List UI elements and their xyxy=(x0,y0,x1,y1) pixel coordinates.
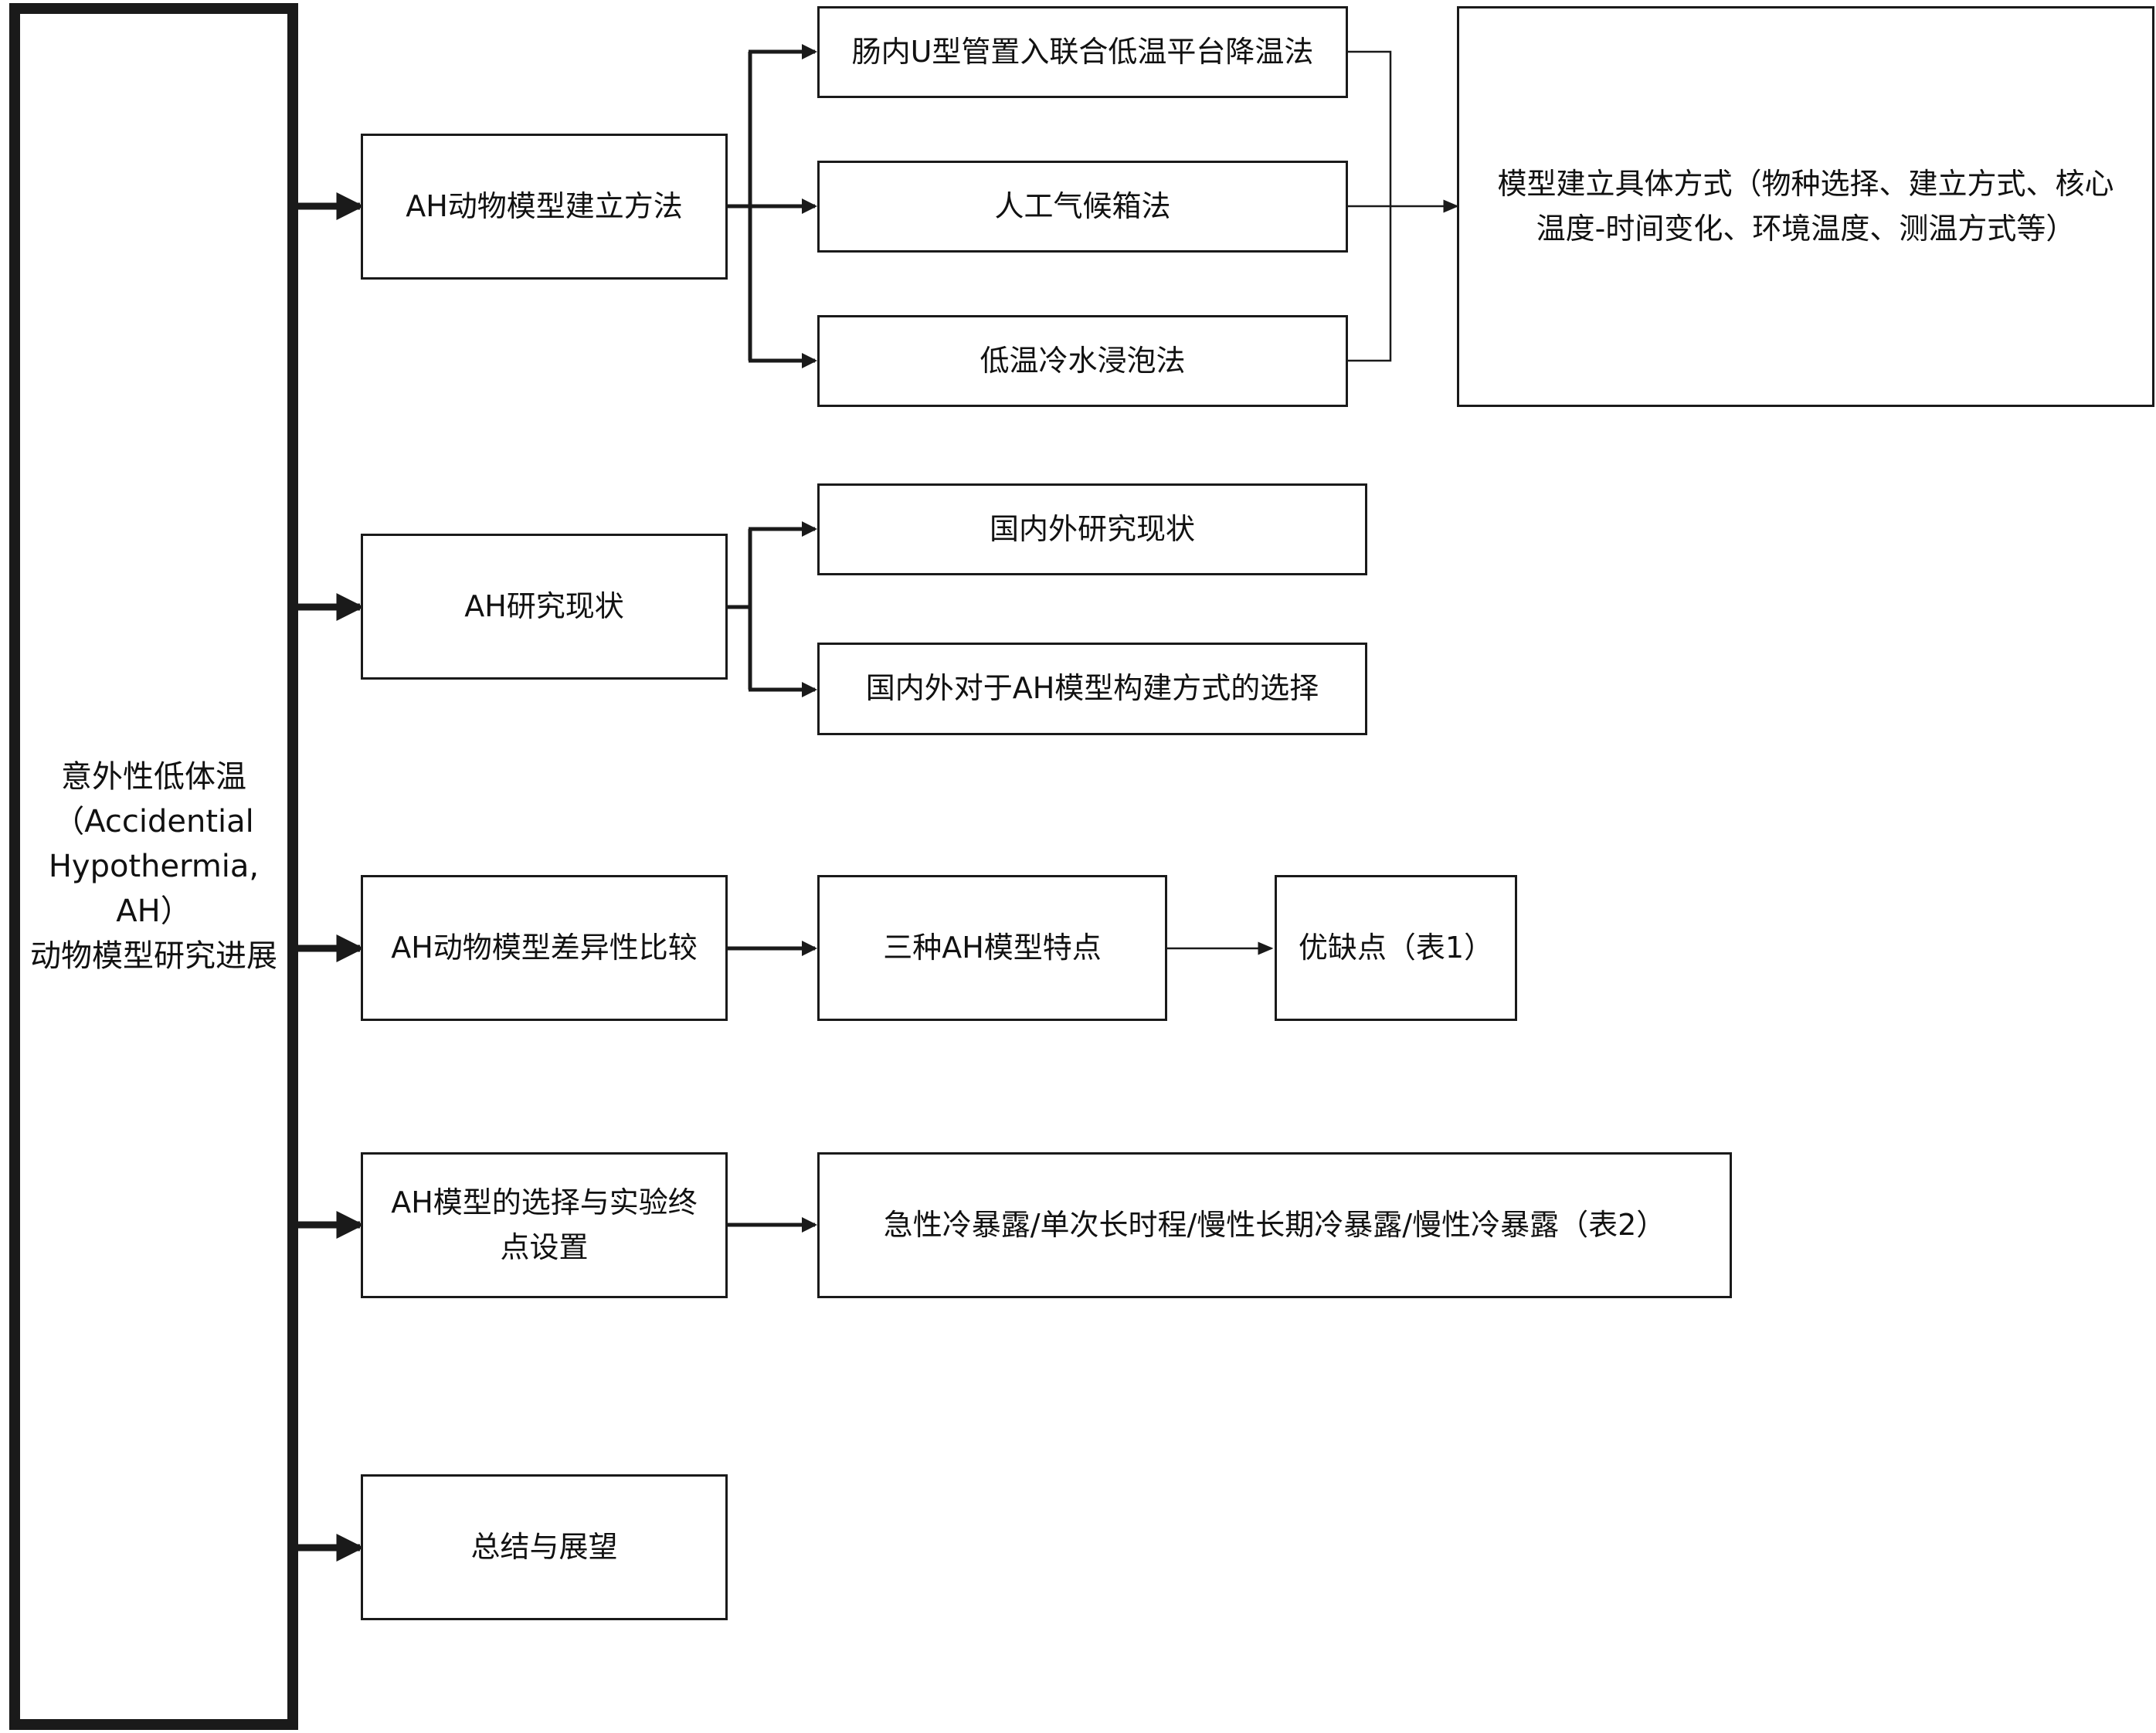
model-comparison-box: AH动物模型差异性比较 xyxy=(361,875,728,1021)
root-topic-text: 意外性低体温 （Accidential Hypothermia, AH） 动物模… xyxy=(25,755,283,978)
method-detail-box: 模型建立具体方式（物种选择、建立方式、核心 温度-时间变化、环境温度、测温方式等… xyxy=(1457,6,2154,407)
pros-cons-box: 优缺点（表1） xyxy=(1275,875,1517,1021)
summary-outlook-box: 总结与展望 xyxy=(361,1474,728,1620)
model-endpoint-box: AH模型的选择与实验终 点设置 xyxy=(361,1152,728,1298)
root-line-1: 意外性低体温 xyxy=(61,759,246,795)
model-methods-label: AH动物模型建立方法 xyxy=(406,188,683,223)
method-detail-line-1: 模型建立具体方式（物种选择、建立方式、核心 xyxy=(1497,166,2114,201)
method-climate-chamber-label: 人工气候箱法 xyxy=(994,188,1171,223)
model-endpoint-line-2: 点设置 xyxy=(500,1229,589,1264)
method-cold-water-box: 低温冷水浸泡法 xyxy=(817,315,1348,407)
method-climate-chamber-box: 人工气候箱法 xyxy=(817,161,1348,253)
status-model-choice-box: 国内外对于AH模型构建方式的选择 xyxy=(817,643,1367,735)
cold-exposure-types-box: 急性冷暴露/单次长时程/慢性长期冷暴露/慢性冷暴露（表2） xyxy=(817,1152,1732,1298)
model-comparison-label: AH动物模型差异性比较 xyxy=(391,930,698,965)
model-features-label: 三种AH模型特点 xyxy=(883,930,1102,965)
method-detail-text: 模型建立具体方式（物种选择、建立方式、核心 温度-时间变化、环境温度、测温方式等… xyxy=(1497,162,2114,252)
model-endpoint-text: AH模型的选择与实验终 点设置 xyxy=(391,1181,698,1270)
model-methods-box: AH动物模型建立方法 xyxy=(361,134,728,280)
status-domestic-foreign-label: 国内外研究现状 xyxy=(989,511,1195,546)
model-features-box: 三种AH模型特点 xyxy=(817,875,1167,1021)
status-model-choice-label: 国内外对于AH模型构建方式的选择 xyxy=(865,671,1319,706)
model-endpoint-line-1: AH模型的选择与实验终 xyxy=(391,1185,698,1219)
root-line-3: Hypothermia, AH） xyxy=(48,849,260,929)
method-u-tube-box: 肠内U型管置入联合低温平台降温法 xyxy=(817,6,1348,98)
method-cold-water-label: 低温冷水浸泡法 xyxy=(980,343,1186,378)
summary-outlook-label: 总结与展望 xyxy=(470,1529,618,1564)
status-domestic-foreign-box: 国内外研究现状 xyxy=(817,483,1367,575)
method-detail-line-2: 温度-时间变化、环境温度、测温方式等） xyxy=(1536,211,2076,246)
research-status-label: AH研究现状 xyxy=(464,588,624,623)
root-line-4: 动物模型研究进展 xyxy=(30,938,277,974)
method-u-tube-label: 肠内U型管置入联合低温平台降温法 xyxy=(851,34,1314,69)
research-status-box: AH研究现状 xyxy=(361,534,728,680)
cold-exposure-types-label: 急性冷暴露/单次长时程/慢性长期冷暴露/慢性冷暴露（表2） xyxy=(883,1207,1666,1242)
pros-cons-label: 优缺点（表1） xyxy=(1298,930,1494,965)
root-line-2: （Accidential xyxy=(53,804,254,839)
root-topic-box: 意外性低体温 （Accidential Hypothermia, AH） 动物模… xyxy=(9,3,298,1730)
